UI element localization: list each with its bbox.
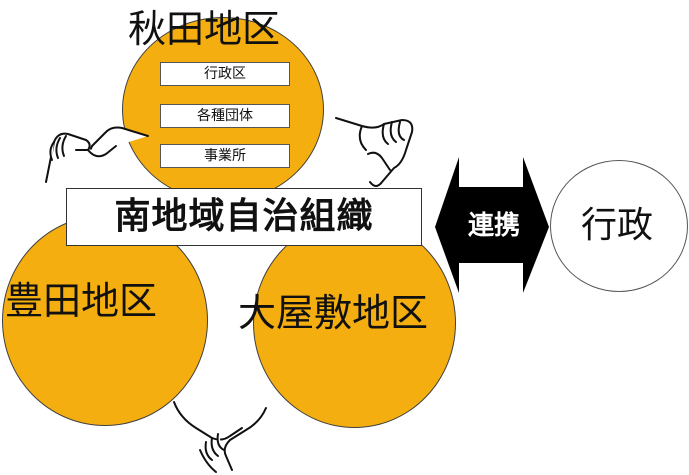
handshake-icon	[173, 401, 267, 473]
oyashiki-district-label: 大屋敷地区	[238, 291, 429, 335]
handshake-icon	[45, 126, 149, 183]
member-box-businesses: 事業所	[160, 144, 290, 168]
member-box-admin-district: 行政区	[160, 62, 290, 86]
handshake-icon	[335, 117, 414, 187]
toyoda-district-label: 豊田地区	[5, 279, 158, 323]
oyashiki-district-circle	[253, 218, 456, 428]
toyoda-district-circle	[2, 215, 208, 426]
link-label: 連携	[467, 211, 520, 241]
government-circle	[550, 160, 688, 292]
member-box-organizations: 各種団体	[160, 104, 290, 128]
double-arrow-icon	[435, 157, 549, 293]
government-label: 行政	[581, 205, 654, 246]
akita-district-label: 秋田地区	[128, 7, 281, 51]
organization-banner: 南地域自治組織	[66, 188, 422, 246]
